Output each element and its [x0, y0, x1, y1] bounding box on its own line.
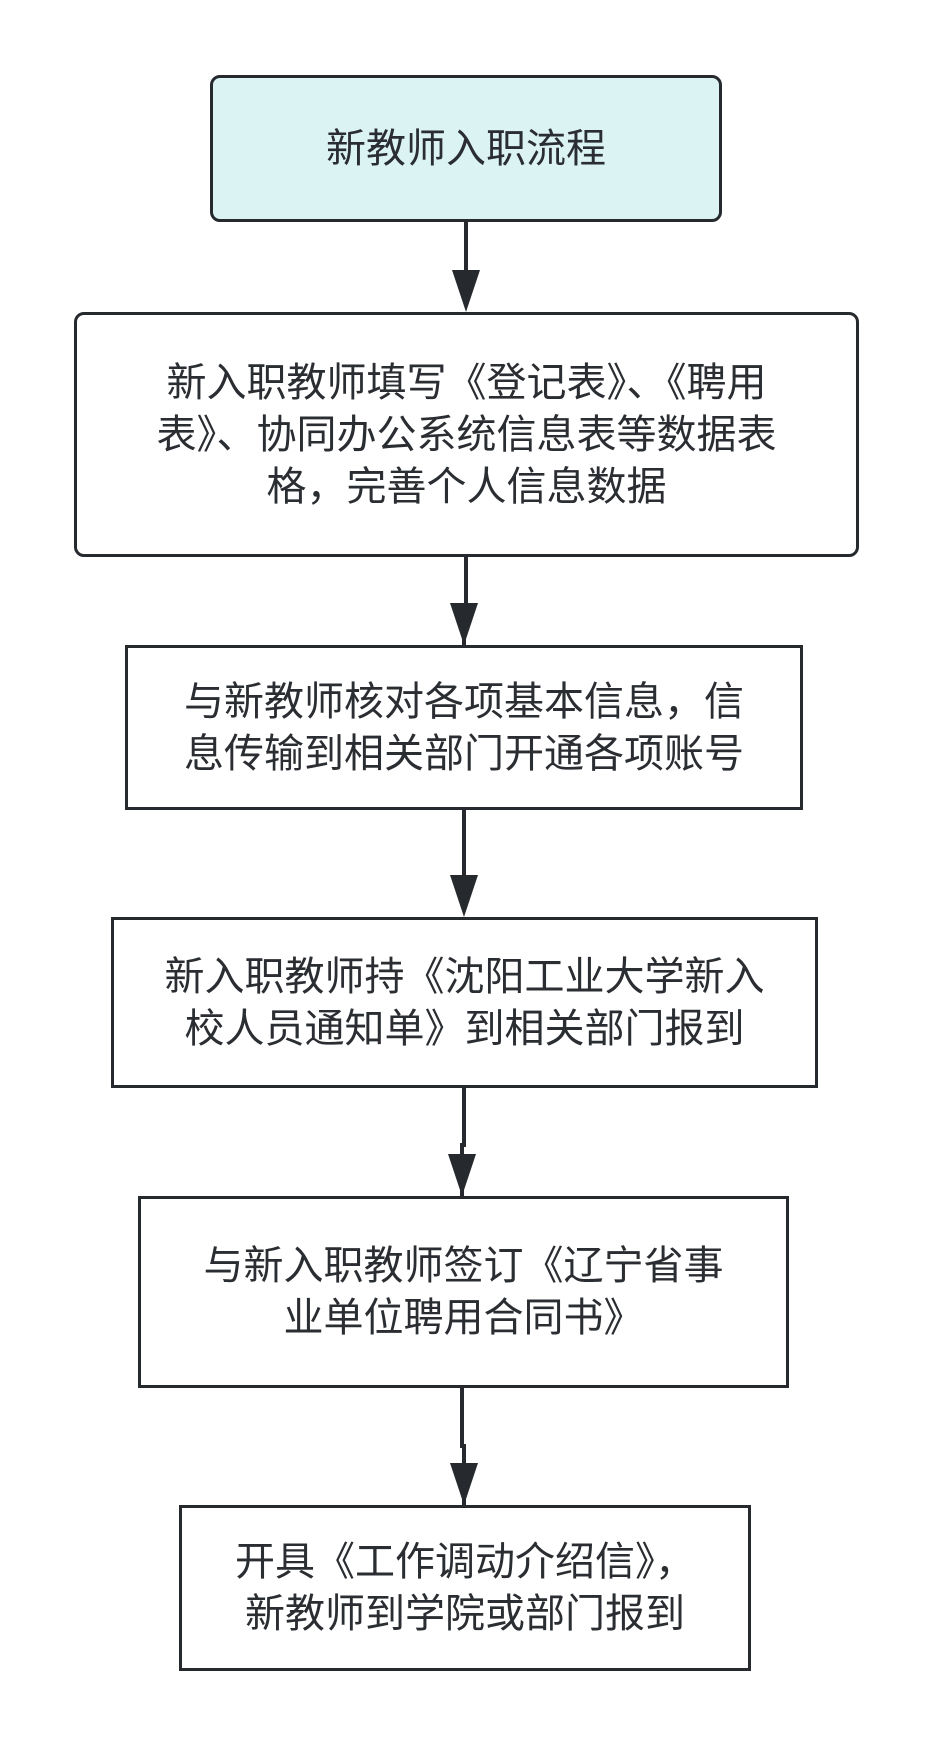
step-report-with-notice-node: 新入职教师持《沈阳工业大学新入 校人员通知单》到相关部门报到 — [111, 917, 818, 1088]
connector-1 — [452, 222, 480, 312]
step-start-label: 新教师入职流程 — [326, 125, 606, 172]
step-report-with-notice-label: 新入职教师持《沈阳工业大学新入 校人员通知单》到相关部门报到 — [164, 953, 765, 1052]
arrowhead-icon — [448, 1154, 476, 1196]
connector-3 — [450, 810, 478, 917]
step-transfer-letter-label: 开具《工作调动介绍信》， 新教师到学院或部门报到 — [235, 1539, 695, 1637]
step-fill-forms-label: 新入职教师填写《登记表》、《聘用 表》、协同办公系统信息表等数据表 格，完善个人… — [156, 359, 777, 510]
step-start-node: 新教师入职流程 — [210, 75, 722, 222]
connector-5 — [450, 1388, 478, 1505]
step-transfer-letter-node: 开具《工作调动介绍信》， 新教师到学院或部门报到 — [179, 1505, 751, 1671]
step-sign-contract-node: 与新入职教师签订《辽宁省事 业单位聘用合同书》 — [138, 1196, 789, 1388]
arrowhead-icon — [450, 603, 478, 645]
step-sign-contract-label: 与新入职教师签订《辽宁省事 业单位聘用合同书》 — [203, 1243, 724, 1341]
arrowhead-icon — [450, 1463, 478, 1505]
arrowhead-icon — [452, 270, 480, 312]
connector-4 — [448, 1088, 476, 1196]
connector-2 — [450, 557, 478, 645]
step-fill-forms-node: 新入职教师填写《登记表》、《聘用 表》、协同办公系统信息表等数据表 格，完善个人… — [74, 312, 859, 557]
step-verify-info-label: 与新教师核对各项基本信息，信 息传输到相关部门开通各项账号 — [184, 678, 744, 777]
step-verify-info-node: 与新教师核对各项基本信息，信 息传输到相关部门开通各项账号 — [125, 645, 803, 810]
arrowhead-icon — [450, 875, 478, 917]
